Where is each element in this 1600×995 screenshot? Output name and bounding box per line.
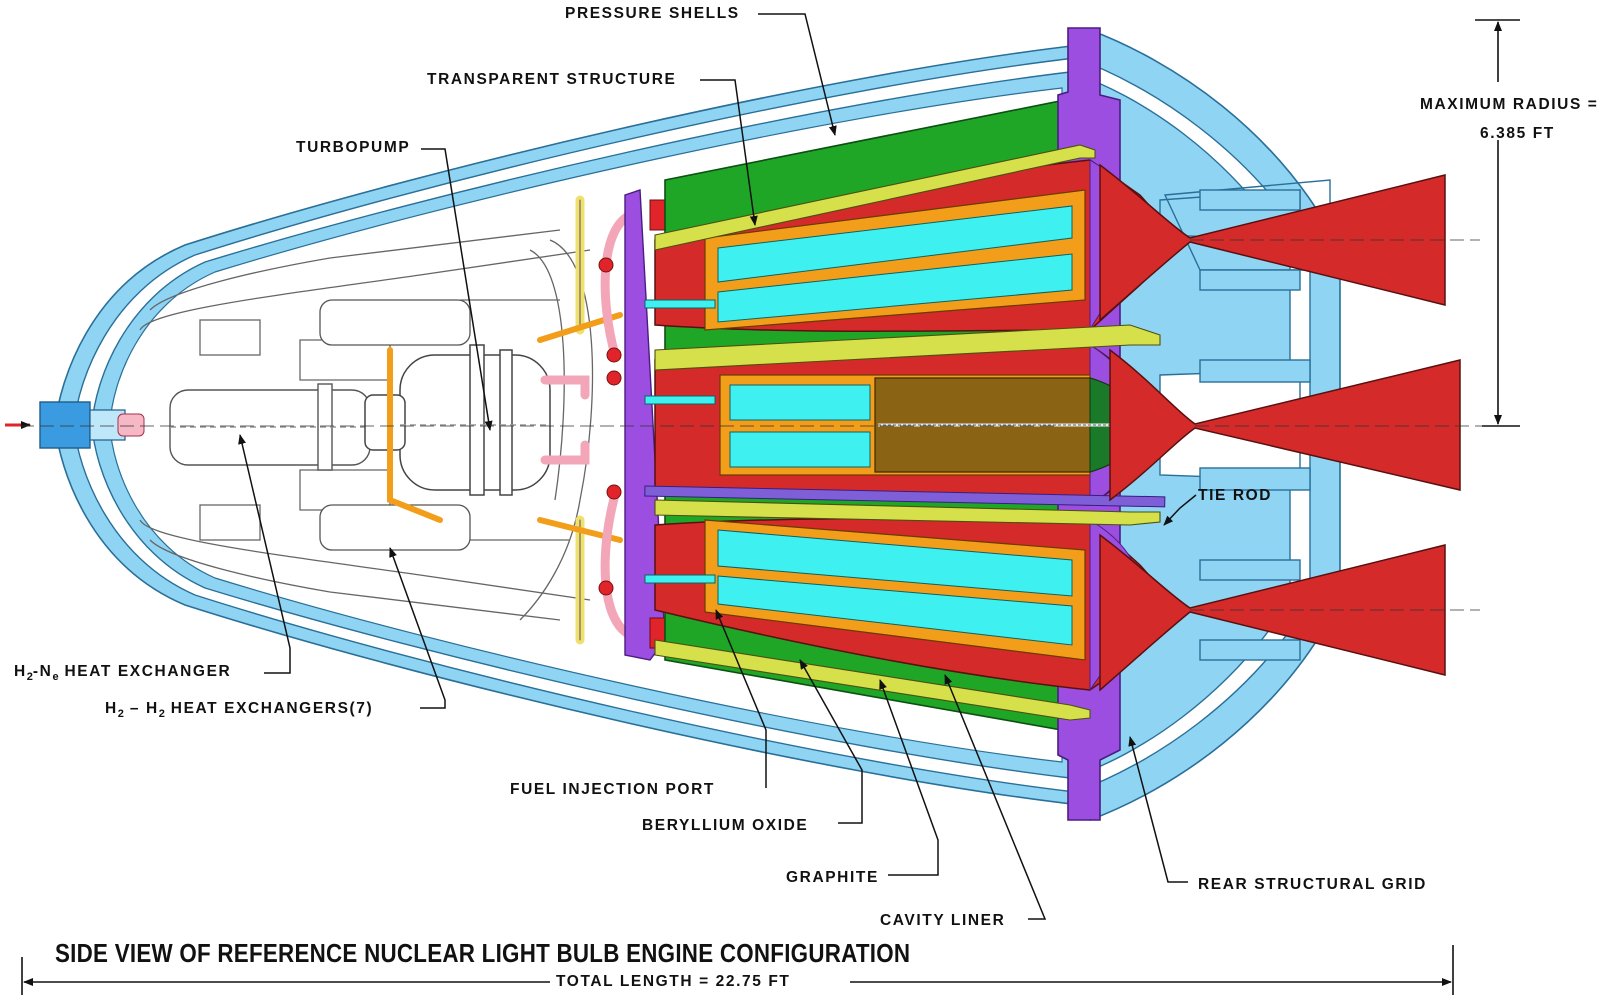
h2-ne-heat-exchanger xyxy=(169,383,371,471)
diagram-title: SIDE VIEW OF REFERENCE NUCLEAR LIGHT BUL… xyxy=(55,938,911,968)
nozzle-centerlines xyxy=(20,239,1495,611)
label-rear-structural-grid: REAR STRUCTURAL GRID xyxy=(1198,876,1427,893)
unit-cavity-top xyxy=(654,159,1176,332)
label-transparent-structure: TRANSPARENT STRUCTURE xyxy=(427,71,677,88)
front-fitting xyxy=(39,401,91,449)
valves xyxy=(598,257,622,596)
label-turbopump: TURBOPUMP xyxy=(296,139,411,156)
exhaust-nozzles xyxy=(1099,163,1461,692)
label-tie-rod: TIE ROD xyxy=(1198,487,1273,504)
label-graphite: GRAPHITE xyxy=(786,869,879,886)
unit-cavity-middle xyxy=(654,344,1176,506)
label-max-radius: MAXIMUM RADIUS = xyxy=(1420,96,1599,113)
label-max-radius-value: 6.385 FT xyxy=(1480,125,1555,142)
label-fuel-injection-port: FUEL INJECTION PORT xyxy=(510,781,715,798)
tie-rod xyxy=(644,485,1166,508)
unit-cavity-bottom xyxy=(654,518,1176,692)
fuel-injection-ports xyxy=(644,299,716,584)
turbopump xyxy=(364,344,551,496)
label-h2-h2-heat-exchangers: H2 – H2 HEAT EXCHANGERS(7) xyxy=(105,700,374,720)
label-total-length: TOTAL LENGTH = 22.75 FT xyxy=(556,973,791,990)
leader-lines xyxy=(238,13,1197,920)
label-h2-ne-heat-exchanger: H2-Ne HEAT EXCHANGER xyxy=(14,663,232,683)
dimension-lines xyxy=(21,19,1520,995)
label-cavity-liner: CAVITY LINER xyxy=(880,912,1006,929)
cavity-liners xyxy=(654,144,1161,721)
label-pressure-shells: PRESSURE SHELLS xyxy=(565,5,740,22)
label-beryllium-oxide: BERYLLIUM OXIDE xyxy=(642,817,809,834)
